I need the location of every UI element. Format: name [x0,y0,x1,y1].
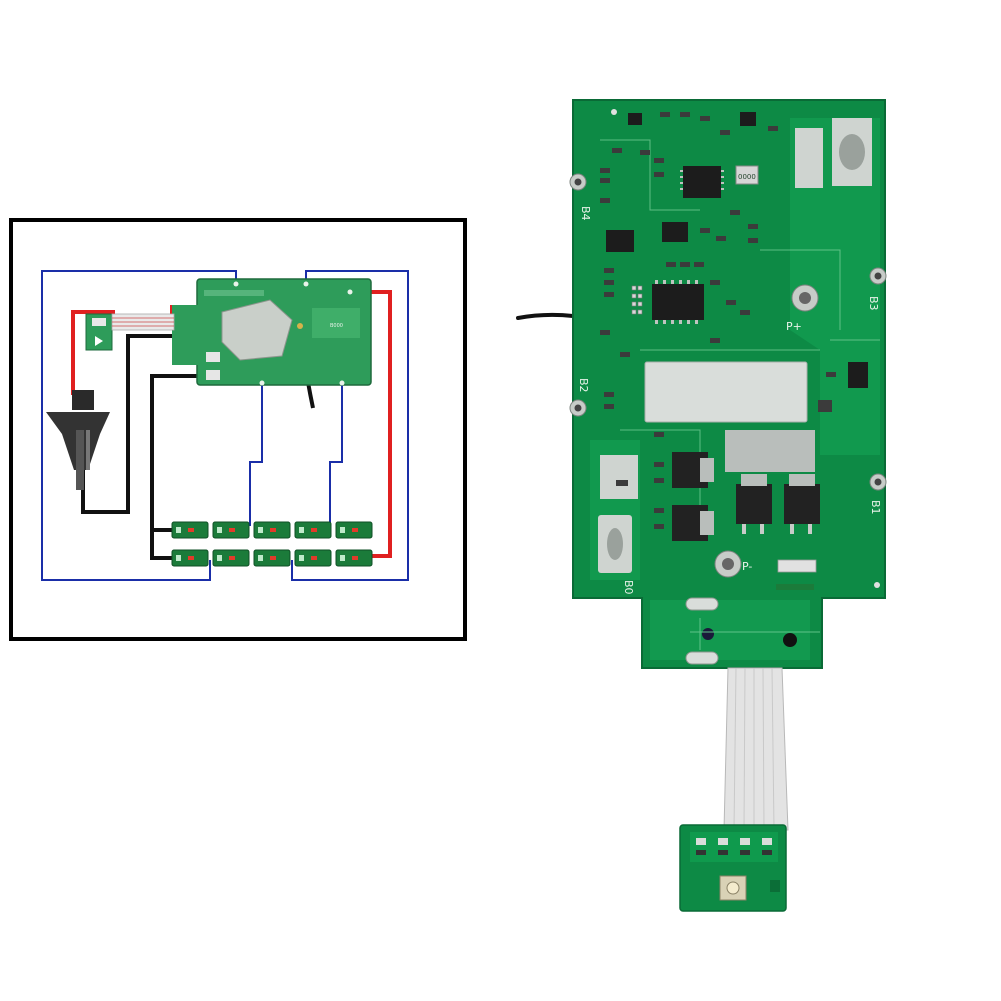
header-pins [631,285,643,315]
mounting-pads [569,109,887,588]
diagram-terminal [46,390,110,490]
pad-label-p-plus: P+ [786,320,802,333]
diagram-board-label: B000 [330,323,343,329]
balance-wires [41,270,409,581]
pad-label-b1: B1 [869,500,882,515]
black-sense-wire [516,312,575,320]
pad-label-b2: B2 [577,378,590,393]
diagram-pcb: B000 [172,278,372,386]
mosfets [672,452,820,541]
diagram-indicator-board [85,313,175,351]
ribbon-cable [723,667,789,831]
diagram-cells [171,521,373,567]
pad-label-b3: B3 [867,296,880,311]
pad-label-p-minus: P- [742,560,752,573]
wiring-diagram: B000 [9,218,467,641]
pad-label-b4: B4 [579,206,592,221]
chip-marking: 0000 [738,173,756,181]
smd-components [600,112,836,529]
pad-label-b0: B0 [622,580,635,595]
ic-chips: 0000 [606,112,868,388]
bms-board: B4 B3 B2 B1 B0 P+ P- 0000 [516,99,887,912]
indicator-board [679,824,787,912]
